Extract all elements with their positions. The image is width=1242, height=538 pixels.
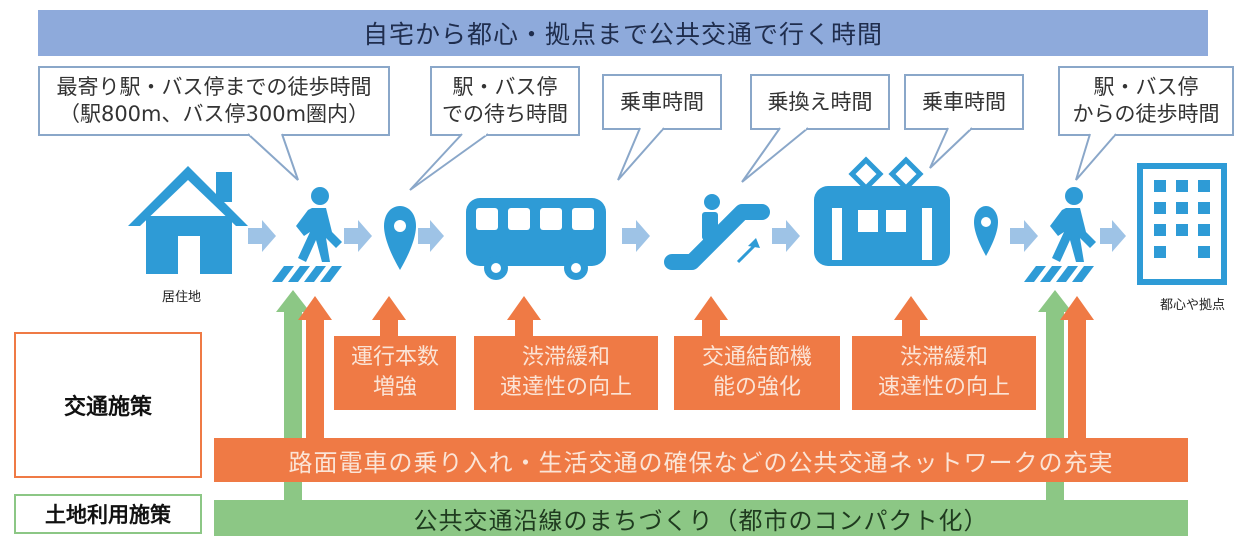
measure-text: 増強 (372, 375, 417, 400)
measure-text: 交通結節機 (701, 345, 812, 370)
transport-policy-label: 交通施策 (14, 332, 202, 478)
measure-text: 渋滞緩和 (521, 345, 610, 370)
measure-text: 速達性の向上 (877, 375, 1010, 400)
bubble-text: （駅800m、バス停300m圏内） (58, 102, 370, 126)
bubble-text: 駅・バス停 (452, 75, 558, 99)
bus-icon (466, 198, 606, 280)
measure-congestion-relief-2: 渋滞緩和速達性の向上 (852, 336, 1036, 410)
bubble-text: 乗換え時間 (767, 89, 873, 114)
bubble-tails (247, 127, 1117, 191)
measure-congestion-relief: 渋滞緩和速達性の向上 (474, 336, 658, 410)
office-building-icon (1137, 163, 1227, 285)
origin-label: 居住地 (162, 290, 202, 305)
measure-text: 運行本数 (350, 345, 439, 370)
map-pin-icon (974, 206, 998, 256)
bubble-text: 最寄り駅・バス停までの徒歩時間 (56, 75, 372, 99)
measure-node-strengthening: 交通結節機能の強化 (674, 336, 840, 410)
bubble-text: 駅・バス停 (1093, 75, 1199, 99)
bubble-wait-time: 駅・バス停での待ち時間 (430, 66, 580, 136)
destination-label: 都心や拠点 (1160, 298, 1226, 313)
measure-text: 能の強化 (712, 375, 801, 400)
escalator-icon (664, 194, 770, 270)
bubble-ride-time-2: 乗車時間 (904, 74, 1024, 130)
pedestrian-icon (1024, 187, 1096, 282)
bubble-text: での待ち時間 (442, 102, 568, 126)
pedestrian-icon (272, 187, 342, 282)
bubble-transfer-time: 乗換え時間 (750, 74, 890, 130)
diagram-title: 自宅から都心・拠点まで公共交通で行く時間 (38, 10, 1208, 56)
transit-oriented-development-bar: 公共交通沿線のまちづくり（都市のコンパクト化） (214, 500, 1188, 536)
landuse-policy-label: 土地利用施策 (14, 494, 202, 534)
bubble-text: 乗車時間 (922, 89, 1006, 114)
bubble-walk-to-station: 最寄り駅・バス停までの徒歩時間 （駅800m、バス停300m圏内） (38, 66, 390, 136)
bubble-text: 乗車時間 (620, 89, 704, 114)
map-pin-icon (384, 206, 416, 270)
bubble-walk-from-station: 駅・バス停からの徒歩時間 (1058, 66, 1234, 136)
measure-increase-service: 運行本数増強 (334, 336, 456, 410)
measure-text: 速達性の向上 (499, 375, 632, 400)
tram-icon (814, 156, 950, 266)
right-arrow-icon (248, 220, 1126, 252)
network-enhancement-bar: 路面電車の乗り入れ・生活交通の確保などの公共交通ネットワークの充実 (214, 438, 1188, 482)
measure-text: 渋滞緩和 (899, 345, 988, 370)
bubble-text: からの徒歩時間 (1072, 102, 1220, 126)
transport-arrows (298, 296, 1094, 438)
